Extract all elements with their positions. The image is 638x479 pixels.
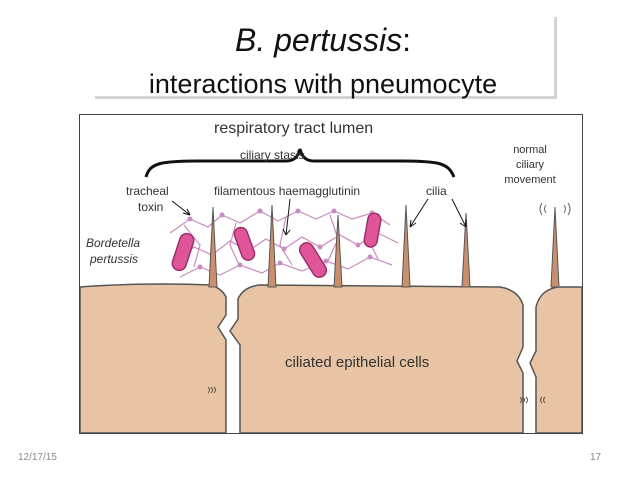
diagram-svg: respiratory tract lumen ciliary stasis t… (80, 120, 582, 433)
cilium-3 (333, 214, 343, 288)
label-normal-line2: ciliary (516, 159, 545, 171)
label-normal-line1: normal (513, 144, 547, 156)
label-normal-line3: movement (504, 174, 555, 186)
bacterium-1 (171, 232, 195, 272)
slide-page-number: 17 (590, 452, 602, 463)
label-pertussis: pertussis (89, 252, 138, 266)
cilia-group (208, 204, 560, 288)
junction-marks-left (207, 386, 216, 394)
ciliary-movement-marks (539, 202, 571, 216)
bacterium-3 (298, 242, 328, 278)
cilium-4 (401, 204, 411, 288)
label-cilia: cilia (426, 184, 447, 198)
bacterium-2 (233, 226, 256, 261)
cilium-2 (267, 204, 277, 288)
label-epithelial-cells: ciliated epithelial cells (285, 354, 429, 371)
title-organism: B. pertussis (234, 22, 403, 58)
ciliary-stasis-brace (144, 148, 456, 178)
fha-fiber-network (169, 210, 399, 278)
label-lumen: respiratory tract lumen (214, 120, 373, 137)
cilium-1 (208, 206, 218, 288)
label-filamentous-haemagglutinin: filamentous haemagglutinin (214, 184, 360, 198)
title-colon: : (402, 22, 412, 58)
bacterium-4 (363, 212, 382, 248)
epithelial-cell-middle (229, 284, 524, 433)
epithelial-cell-left (80, 283, 227, 433)
slide-title-box: B. pertussis: interactions with pneumocy… (92, 14, 554, 99)
label-tracheal-toxin-line1: tracheal (126, 184, 169, 198)
label-ciliary-stasis: ciliary stasis (240, 148, 305, 162)
epithelial-cell-right (529, 286, 582, 433)
label-bordetella: Bordetella (86, 236, 140, 250)
label-tracheal-toxin-line2: toxin (138, 200, 163, 214)
junction-marks-right (519, 396, 546, 404)
cilium-6 (550, 206, 560, 288)
cilium-5 (461, 212, 471, 288)
slide-subtitle: interactions with pneumocyte (148, 69, 498, 99)
label-arrows (171, 198, 467, 236)
bacteria-group (171, 212, 382, 278)
slide-date: 12/17/15 (18, 452, 57, 463)
slide-title: B. pertussis: (92, 24, 554, 56)
pertussis-diagram: respiratory tract lumen ciliary stasis t… (79, 114, 583, 434)
